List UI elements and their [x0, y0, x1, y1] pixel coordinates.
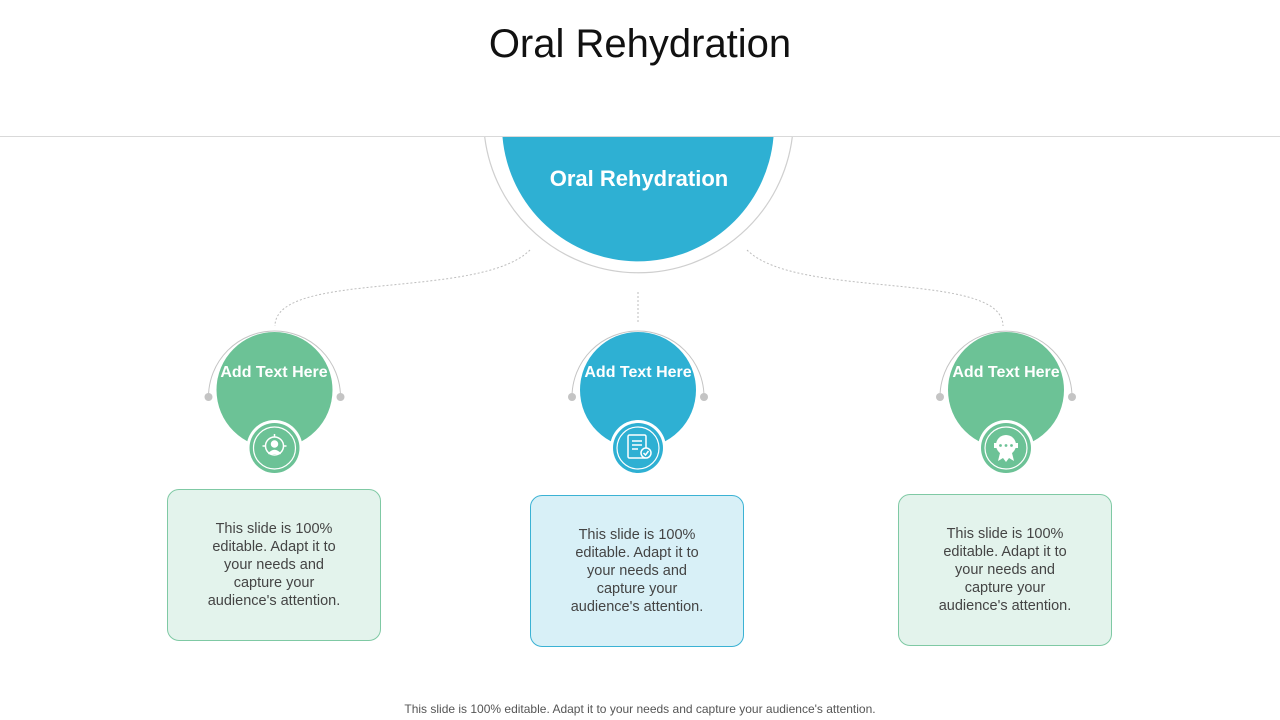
checklist-document-icon [627, 434, 652, 459]
center-outer-ring [484, 136, 793, 274]
node-3-label: Add Text Here [952, 364, 1060, 381]
node-1-label: Add Text Here [220, 364, 328, 381]
node-3-arc [939, 330, 1073, 398]
card-3-text: This slide is 100% editable. Adapt it to… [938, 526, 1072, 614]
node-3 [936, 330, 1076, 476]
node-1 [204, 330, 345, 476]
node-2-arc [571, 330, 705, 398]
node-1-arc-end-right [336, 393, 345, 401]
node-3-arc-end-left [936, 393, 944, 401]
node-2-circle [580, 332, 696, 448]
target-person-icon [262, 434, 287, 456]
page-title: Oral Rehydration [488, 22, 792, 66]
node-1-icon-badge [249, 423, 300, 473]
card-2: This slide is 100% editable. Adapt it to… [530, 495, 744, 647]
node-1-circle [216, 332, 333, 448]
node-2-icon-badge [613, 423, 663, 473]
node-1-arc [208, 330, 341, 398]
card-1: This slide is 100% editable. Adapt it to… [167, 489, 381, 641]
node-2-arc-end-left [568, 393, 576, 401]
node-3-arc-end-right [1068, 393, 1076, 401]
center-circle [502, 137, 774, 262]
node-2-arc-end-right [700, 393, 708, 401]
card-1-text: This slide is 100% editable. Adapt it to… [207, 521, 341, 609]
connector-right [746, 249, 1004, 327]
node-3-circle [948, 332, 1064, 448]
card-3: This slide is 100% editable. Adapt it to… [898, 494, 1112, 646]
footer-note: This slide is 100% editable. Adapt it to… [404, 702, 876, 716]
node-2 [568, 330, 708, 476]
award-ribbon-icon [994, 435, 1018, 462]
card-2-text: This slide is 100% editable. Adapt it to… [570, 527, 704, 615]
center-label: Oral Rehydration [549, 166, 729, 191]
connector-left [274, 249, 531, 327]
header-divider [0, 136, 1280, 137]
node-1-arc-end-left [204, 393, 213, 401]
node-2-label: Add Text Here [584, 364, 692, 381]
